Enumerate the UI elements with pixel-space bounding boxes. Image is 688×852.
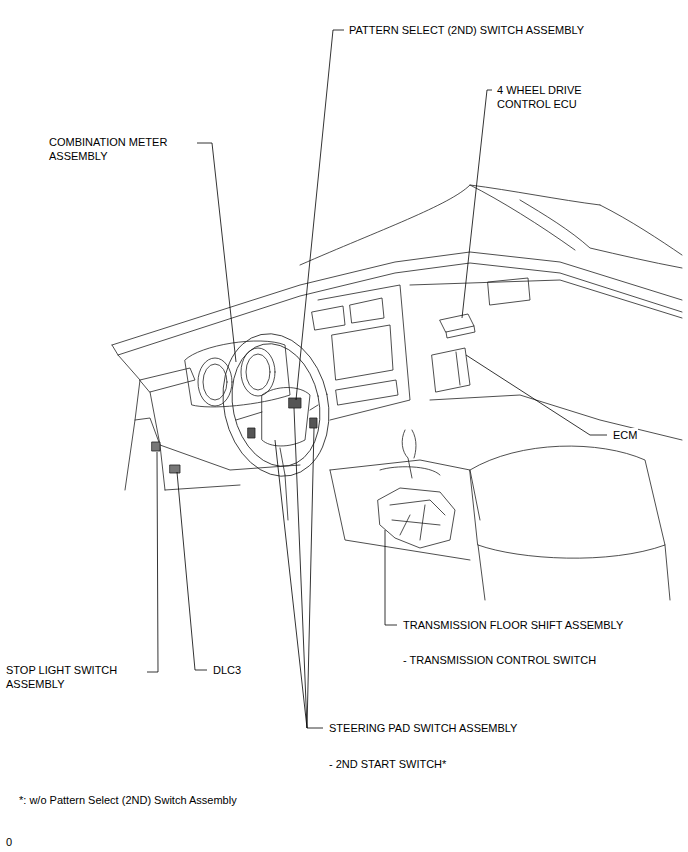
part-label: COMBINATION METER ASSEMBLY: [48, 135, 190, 163]
part-label: DLC3: [212, 663, 242, 677]
part-label: 4 WHEEL DRIVE CONTROL ECU: [496, 83, 598, 111]
figure-id: 0: [5, 835, 13, 849]
part-label: ECM: [612, 428, 638, 442]
note-text: *: w/o Pattern Select (2ND) Switch Assem…: [18, 793, 238, 807]
part-label: STOP LIGHT SWITCH ASSEMBLY: [5, 663, 139, 691]
part-label: TRANSMISSION FLOOR SHIFT ASSEMBLY: [402, 618, 624, 632]
part-label: STEERING PAD SWITCH ASSEMBLY: [328, 721, 518, 735]
sub-part-label: - TRANSMISSION CONTROL SWITCH: [402, 653, 597, 667]
part-label: PATTERN SELECT (2ND) SWITCH ASSEMBLY: [348, 23, 585, 37]
sub-part-label: - 2ND START SWITCH*: [328, 757, 447, 771]
